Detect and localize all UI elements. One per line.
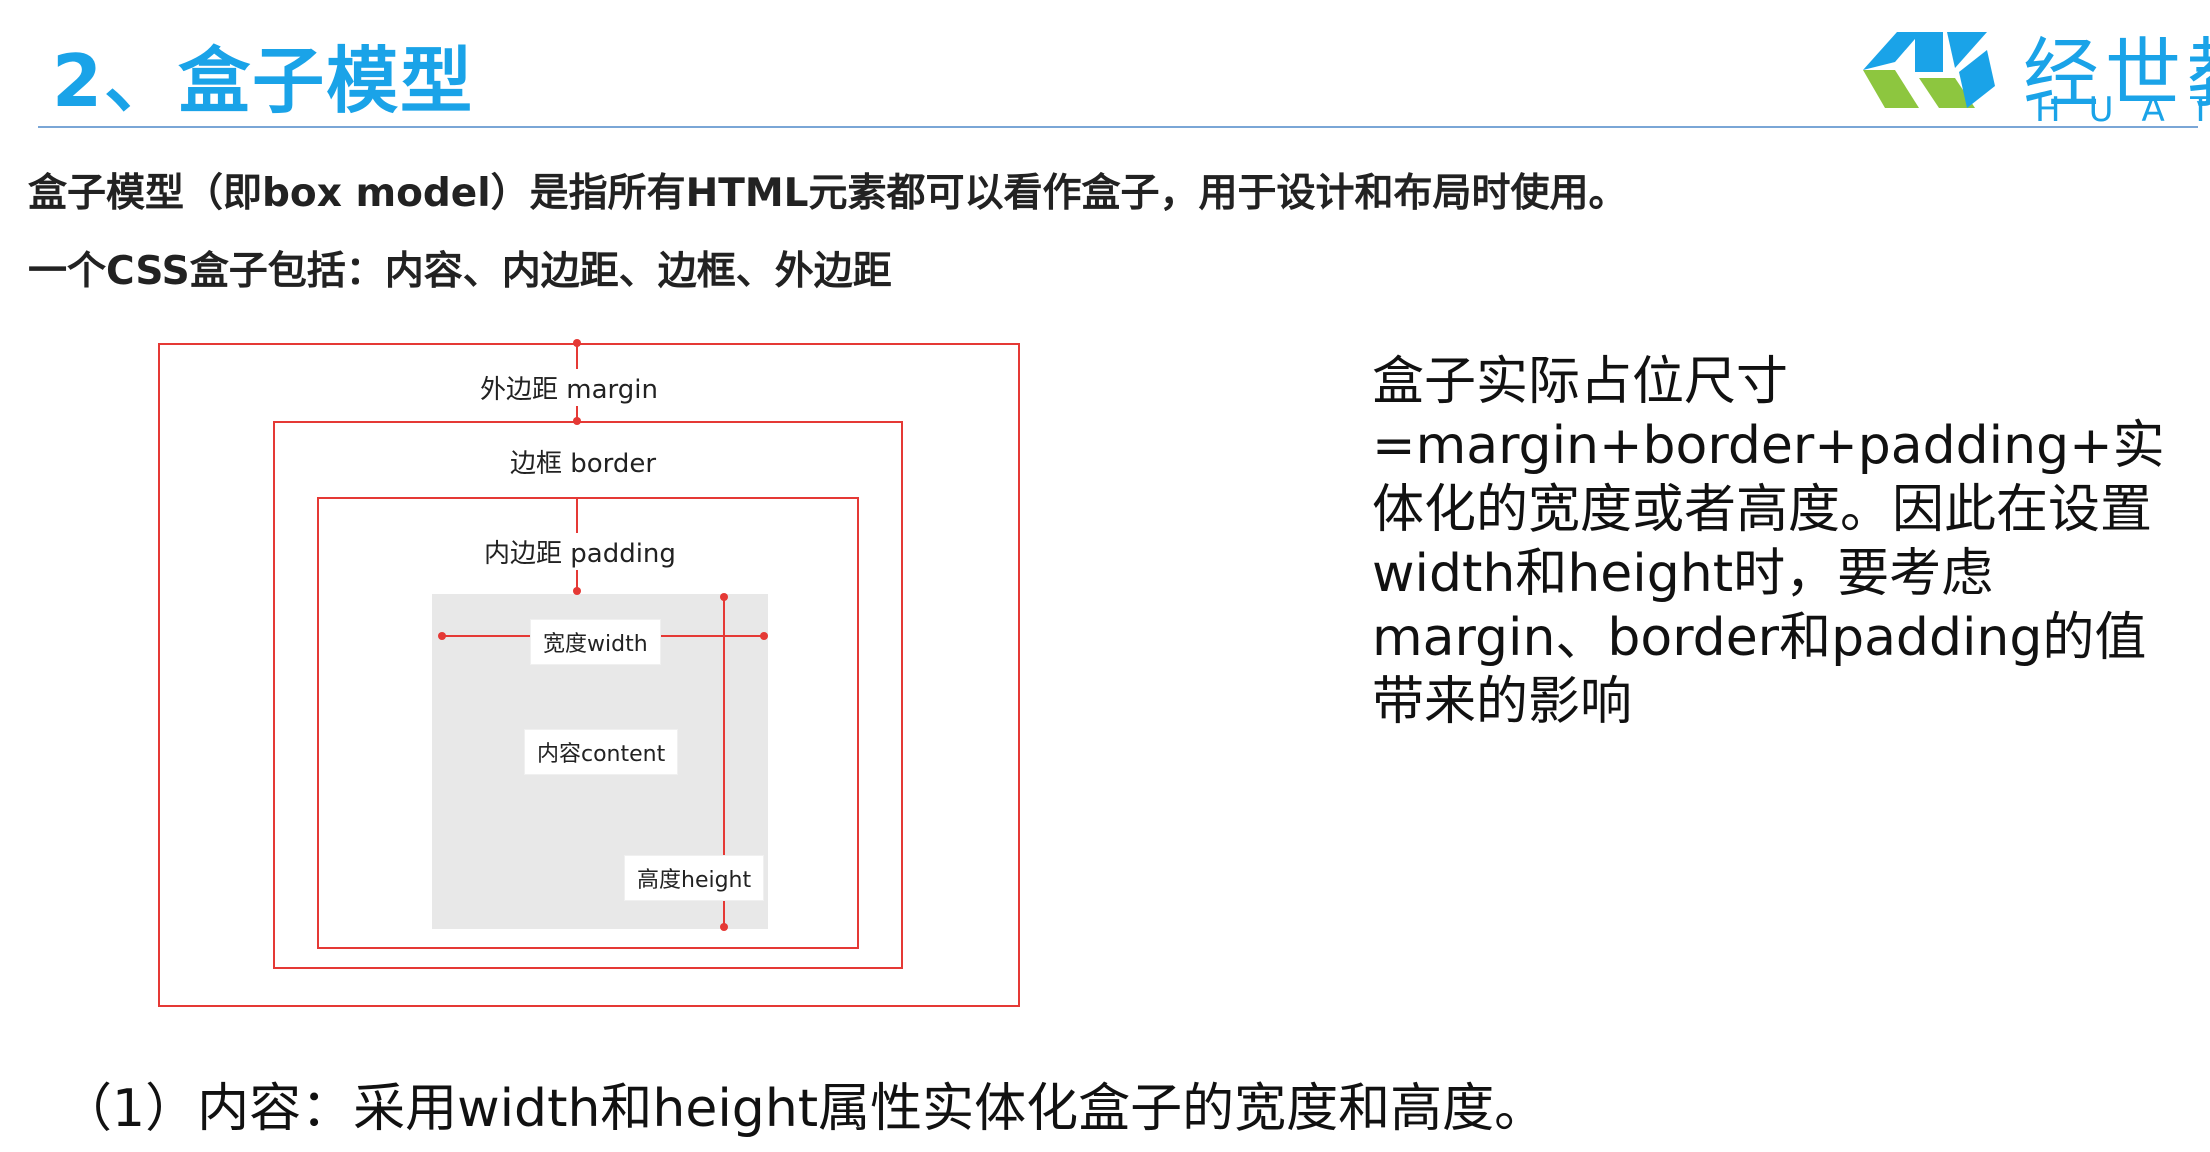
padding-label: 内边距 padding: [480, 533, 680, 570]
padding-box: [317, 497, 859, 949]
box-model-diagram: 外边距 margin 边框 border 内边距 padding 宽度width…: [150, 335, 1030, 1015]
border-label: 边框 border: [506, 443, 661, 480]
logo-chinese-text: 经世教: [2023, 29, 2210, 118]
intro-line-2: 一个CSS盒子包括：内容、内边距、边框、外边距: [28, 249, 892, 294]
width-label: 宽度width: [530, 619, 661, 665]
content-definition: （1）内容：采用width和height属性实体化盒子的宽度和高度。: [60, 1079, 1547, 1139]
slide-title: 2、盒子模型: [52, 39, 475, 123]
content-label: 内容content: [524, 729, 679, 775]
height-label: 高度height: [624, 855, 765, 901]
margin-label: 外边距 margin: [476, 369, 662, 406]
brand-logo: 经世教 HUAT: [1855, 10, 2210, 130]
height-dot-bottom: [720, 923, 728, 931]
margin-box: [158, 343, 1020, 1007]
width-dot-right: [760, 632, 768, 640]
height-line: [723, 597, 725, 927]
height-dot-top: [720, 593, 728, 601]
padding-connector-dot: [573, 587, 581, 595]
margin-connector-dot-top: [573, 339, 581, 347]
width-dot-left: [438, 632, 446, 640]
margin-connector-dot-bottom: [573, 417, 581, 425]
logo-english-text: HUAT: [2035, 90, 2210, 130]
border-box: [273, 421, 903, 969]
box-size-explanation: 盒子实际占位尺寸=margin+border+padding+实体化的宽度或者高…: [1372, 352, 2165, 732]
logo-mark-icon: [1863, 32, 1995, 108]
header-divider: [38, 126, 2198, 128]
intro-line-1: 盒子模型（即box model）是指所有HTML元素都可以看作盒子，用于设计和布…: [28, 171, 1628, 216]
